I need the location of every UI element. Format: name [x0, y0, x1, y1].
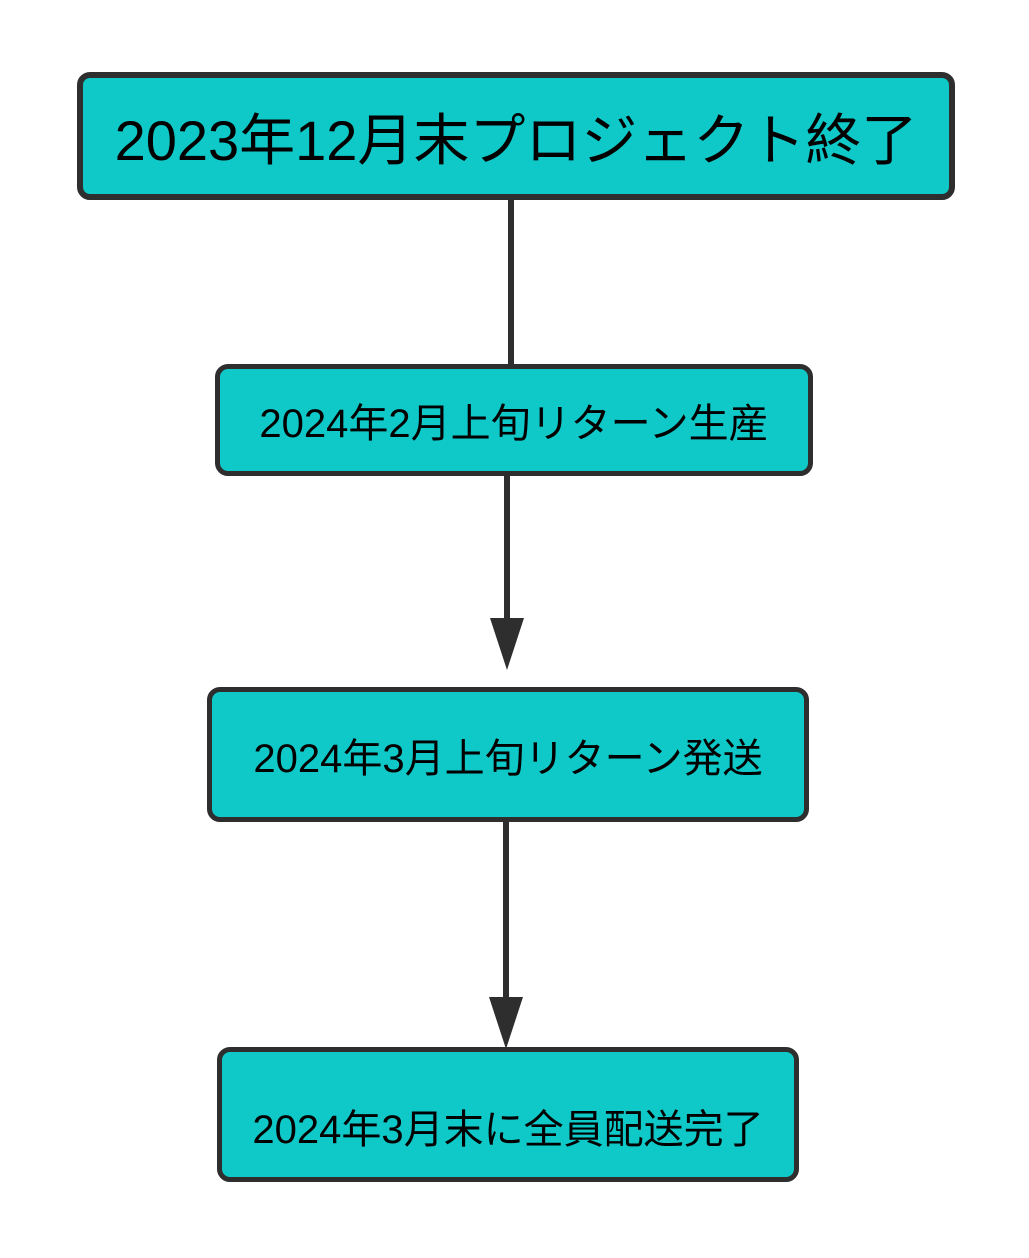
- flow-node-project-end: 2023年12月末プロジェクト終了: [77, 72, 955, 200]
- edge-connector-3: [503, 821, 509, 997]
- node-label: 2024年3月末に全員配送完了: [252, 1107, 764, 1152]
- edge-connector-1: [508, 199, 514, 365]
- arrow-down-icon: [490, 618, 524, 670]
- node-label: 2024年3月上旬リターン発送: [253, 736, 763, 781]
- edge-connector-2: [504, 476, 510, 618]
- flow-node-delivery-complete: 2024年3月末に全員配送完了: [217, 1047, 799, 1182]
- flow-node-return-production: 2024年2月上旬リターン生産: [215, 364, 813, 476]
- node-label: 2024年2月上旬リターン生産: [259, 402, 769, 446]
- node-label: 2023年12月末プロジェクト終了: [114, 108, 918, 172]
- arrow-down-icon: [489, 997, 523, 1049]
- flow-node-return-shipping: 2024年3月上旬リターン発送: [207, 687, 809, 822]
